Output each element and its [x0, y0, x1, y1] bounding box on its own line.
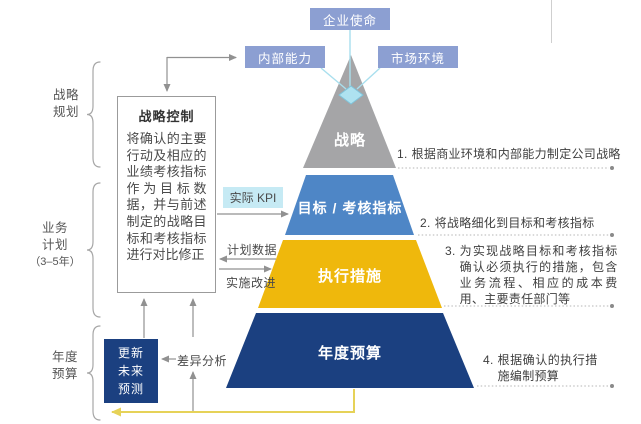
note-4-number: 4.	[483, 353, 494, 367]
phase-2-line-2: 计划	[41, 238, 68, 252]
brace-annual-budget	[86, 325, 101, 421]
separator-dot-4	[610, 384, 614, 388]
strategic-control-title: 战略控制	[138, 109, 195, 124]
pyramid-layer-actions	[258, 240, 442, 308]
pyramid-label-strategy: 战略	[333, 132, 366, 149]
plan-data-label: 计划数据	[227, 243, 278, 257]
strategic-control-box: 战略控制 将确认的主要行动及相应的业绩考核指标作为目标数据，并与前述制定的战略目…	[117, 96, 216, 293]
market-to-apex-line	[356, 67, 381, 90]
update-forecast-box: 更新 未来 预测	[104, 339, 158, 403]
phase-annual-budget: 年度 预算	[39, 349, 91, 383]
forecast-line-1: 更新	[117, 346, 144, 360]
note-3-text: 为实现战略目标和考核指标确认必须执行的措施，包含业务流程、相应的成本费用、主要责…	[459, 244, 618, 306]
implement-improve-label: 实施改进	[226, 276, 277, 290]
pyramid-layer-targets	[285, 175, 414, 235]
apex-diamond-icon	[338, 85, 364, 105]
note-2-number: 2.	[420, 216, 431, 230]
separator-dot-3	[610, 304, 614, 308]
separator-dot-1	[610, 166, 614, 170]
note-1-text: 根据商业环境和内部能力制定公司战略	[411, 147, 621, 161]
strategic-control-body: 将确认的主要行动及相应的业绩考核指标作为目标数据，并与前述制定的战略目标和考核指…	[126, 131, 207, 263]
pyramid-label-actions: 执行措施	[317, 268, 382, 285]
separator-dot-2	[610, 233, 614, 237]
budget-feedback-arrow	[111, 389, 355, 417]
forecast-line-2: 未来	[117, 364, 144, 378]
brace-business-plan	[86, 182, 101, 318]
note-1-number: 1.	[397, 147, 408, 161]
brace-strategic-planning	[86, 61, 101, 168]
internal-to-apex-line	[320, 67, 347, 90]
note-3: 3. 为实现战略目标和考核指标确认必须执行的措施，包含业务流程、相应的成本费用、…	[445, 243, 618, 307]
phase-1-line-1: 战略	[52, 88, 79, 102]
market-environment-label: 市场环境	[390, 51, 445, 66]
phase-strategic-planning: 战略 规划	[40, 87, 92, 121]
phase-3-line-2: 预算	[51, 367, 78, 381]
note-1: 1. 根据商业环境和内部能力制定公司战略	[397, 146, 621, 162]
pyramid-label-targets: 目标 / 考核指标	[297, 200, 403, 216]
pyramid-label-budget: 年度预算	[317, 345, 382, 362]
note-4-text: 根据确认的执行措施编制预算	[497, 353, 598, 383]
note-3-number: 3.	[445, 244, 456, 258]
note-4: 4. 根据确认的执行措施编制预算	[483, 352, 598, 384]
note-2-text: 将战略细化到目标和考核指标	[434, 216, 595, 230]
internal-capability-box: 内部能力	[245, 46, 325, 68]
actual-kpi-label: 实际 KPI	[229, 191, 277, 205]
pyramid-layer-budget	[226, 313, 474, 388]
phase-business-plan: 业务 计划 （3–5年）	[20, 220, 90, 271]
phase-1-line-2: 规划	[52, 105, 79, 119]
market-environment-box: 市场环境	[378, 46, 458, 68]
variance-analysis-label: 差异分析	[177, 354, 228, 368]
phase-3-line-1: 年度	[51, 350, 78, 364]
phase-2-line-3: （3–5年）	[29, 256, 81, 268]
mission-box: 企业使命	[310, 8, 390, 30]
forecast-line-3: 预测	[117, 382, 144, 396]
pyramid-layer-strategy	[303, 55, 396, 168]
actual-kpi-box: 实际 KPI	[223, 187, 283, 208]
mission-label: 企业使命	[322, 13, 377, 28]
frame-fragment-line	[551, 0, 552, 43]
phase-2-line-1: 业务	[41, 221, 68, 235]
internal-capability-label: 内部能力	[257, 51, 312, 66]
note-2: 2. 将战略细化到目标和考核指标	[420, 215, 595, 231]
